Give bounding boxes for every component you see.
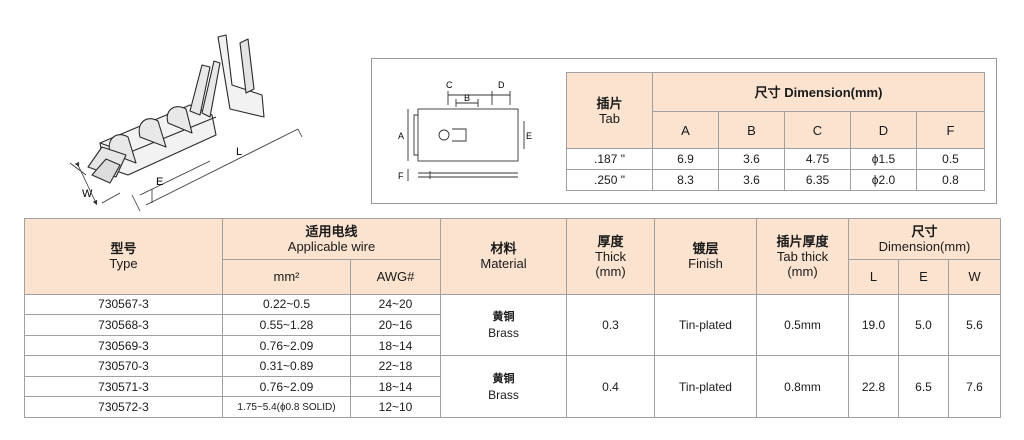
dim-l-label: L — [236, 146, 242, 158]
cell-awg: 18~14 — [350, 334, 441, 357]
sketch-dim-d: D — [498, 80, 505, 90]
cell-awg: 12~10 — [350, 396, 441, 418]
finish-header: 镀层 Finish — [654, 218, 757, 295]
tab-dimension-table: 插片 Tab 尺寸 Dimension(mm) A B C D F .187 "… — [566, 72, 986, 191]
cell-type: 730572-3 — [24, 396, 223, 418]
sketch-dim-b: B — [464, 93, 470, 103]
cell-e: 5.0 — [898, 293, 949, 357]
tab-dimension-panel: C B D A E F 插片 Tab 尺寸 Dimension(mm) A B … — [371, 58, 997, 204]
cell-tab: .250 " — [566, 169, 653, 191]
cell-l: 19.0 — [848, 293, 899, 357]
col-header-a: A — [652, 111, 719, 149]
col-header-f: F — [915, 111, 986, 149]
cell-thick: 0.3 — [566, 293, 655, 357]
sketch-dim-e: E — [526, 131, 532, 141]
col-header-c: C — [784, 111, 851, 149]
cell-tab: .187 " — [566, 148, 653, 170]
w-header: W — [947, 259, 1002, 295]
dimension-header: 尺寸 Dimension(mm) — [847, 217, 1002, 261]
cell-e: 6.5 — [898, 355, 949, 418]
table-row: 730570-3 0.31~0.89 22~18 黄铜 Brass 0.4 Ti… — [24, 355, 1002, 418]
table-row: 730572-3 1.75~5.4(ϕ0.8 SOLID) 12~10 — [24, 396, 1001, 418]
cell-a: 6.9 — [652, 148, 719, 170]
cell-l: 22.8 — [848, 355, 899, 418]
terminal-drawing: W E L — [69, 34, 303, 212]
cell-mm2: 1.75~5.4(ϕ0.8 SOLID) — [222, 396, 351, 418]
cell-c: 4.75 — [784, 148, 851, 170]
cell-d: ϕ1.5 — [850, 148, 917, 170]
cell-mm2: 0.22~0.5 — [222, 293, 351, 316]
cell-tab-thick: 0.5mm — [756, 293, 849, 357]
table-row: 730568-3 0.55~1.28 20~16 — [24, 314, 1001, 336]
col-header-b: B — [718, 111, 785, 149]
cell-finish: Tin-plated — [654, 293, 757, 357]
cell-finish: Tin-plated — [654, 355, 757, 418]
tab-thick-header: 插片厚度 Tab thick (mm) — [756, 218, 849, 295]
table-row: 730567-3 0.22~0.5 24~20 黄铜 Brass 0.3 Tin… — [24, 293, 1002, 357]
thick-header: 厚度 Thick (mm) — [566, 218, 655, 295]
cell-c: 6.35 — [784, 169, 851, 191]
e-header: E — [898, 259, 949, 295]
cell-mm2: 0.31~0.89 — [222, 355, 351, 377]
sketch-dim-f: F — [398, 171, 404, 181]
cell-w: 7.6 — [947, 355, 1002, 418]
cell-mm2: 0.55~1.28 — [222, 314, 351, 336]
cell-a: 8.3 — [652, 169, 719, 191]
cell-thick: 0.4 — [566, 355, 655, 418]
awg-header: AWG# — [350, 259, 441, 295]
cell-awg: 22~18 — [350, 355, 441, 377]
cell-f: 0.5 — [915, 148, 986, 170]
dim-w-label: W — [82, 188, 93, 200]
cell-tab-thick: 0.8mm — [756, 355, 849, 418]
col-header-d: D — [850, 111, 917, 149]
cell-mm2: 0.76~2.09 — [222, 375, 351, 398]
mm2-header: mm² — [222, 259, 351, 295]
table-row: .250 " 8.3 3.6 6.35 ϕ2.0 0.8 — [566, 169, 986, 191]
cell-b: 3.6 — [718, 148, 785, 170]
cell-b: 3.6 — [718, 169, 785, 191]
spec-table: 型号 Type 适用电线 Applicable wire 材料 Material… — [24, 217, 1002, 418]
cell-material: 黄铜 Brass — [440, 355, 567, 418]
cell-type: 730567-3 — [24, 293, 223, 316]
dim-e-label: E — [156, 176, 163, 188]
cell-awg: 20~16 — [350, 314, 441, 336]
cell-awg: 24~20 — [350, 293, 441, 316]
sketch-dim-a: A — [398, 131, 404, 141]
terminal-tab — [217, 34, 265, 118]
tab-sketch: C B D A E F — [398, 80, 532, 181]
l-header: L — [848, 259, 899, 295]
tab-header: 插片 Tab — [566, 72, 653, 149]
cell-mm2: 0.76~2.09 — [222, 334, 351, 357]
cell-type: 730570-3 — [24, 355, 223, 377]
cell-d: ϕ2.0 — [850, 169, 917, 191]
sketch-dim-c: C — [446, 80, 453, 90]
cell-f: 0.8 — [915, 169, 986, 191]
type-header: 型号 Type — [24, 218, 223, 295]
cell-material: 黄铜 Brass — [440, 293, 567, 357]
cell-type: 730571-3 — [24, 375, 223, 398]
table-row: .187 " 6.9 3.6 4.75 ϕ1.5 0.5 — [566, 148, 986, 170]
cell-awg: 18~14 — [350, 375, 441, 398]
wire-header: 适用电线 Applicable wire — [222, 217, 441, 261]
cell-type: 730568-3 — [24, 314, 223, 336]
material-header: 材料 Material — [440, 218, 567, 295]
table-row: 730571-3 0.76~2.09 18~14 — [24, 375, 1001, 398]
cell-w: 5.6 — [947, 293, 1002, 357]
dimension-header: 尺寸 Dimension(mm) — [651, 72, 986, 112]
cell-type: 730569-3 — [24, 334, 223, 357]
